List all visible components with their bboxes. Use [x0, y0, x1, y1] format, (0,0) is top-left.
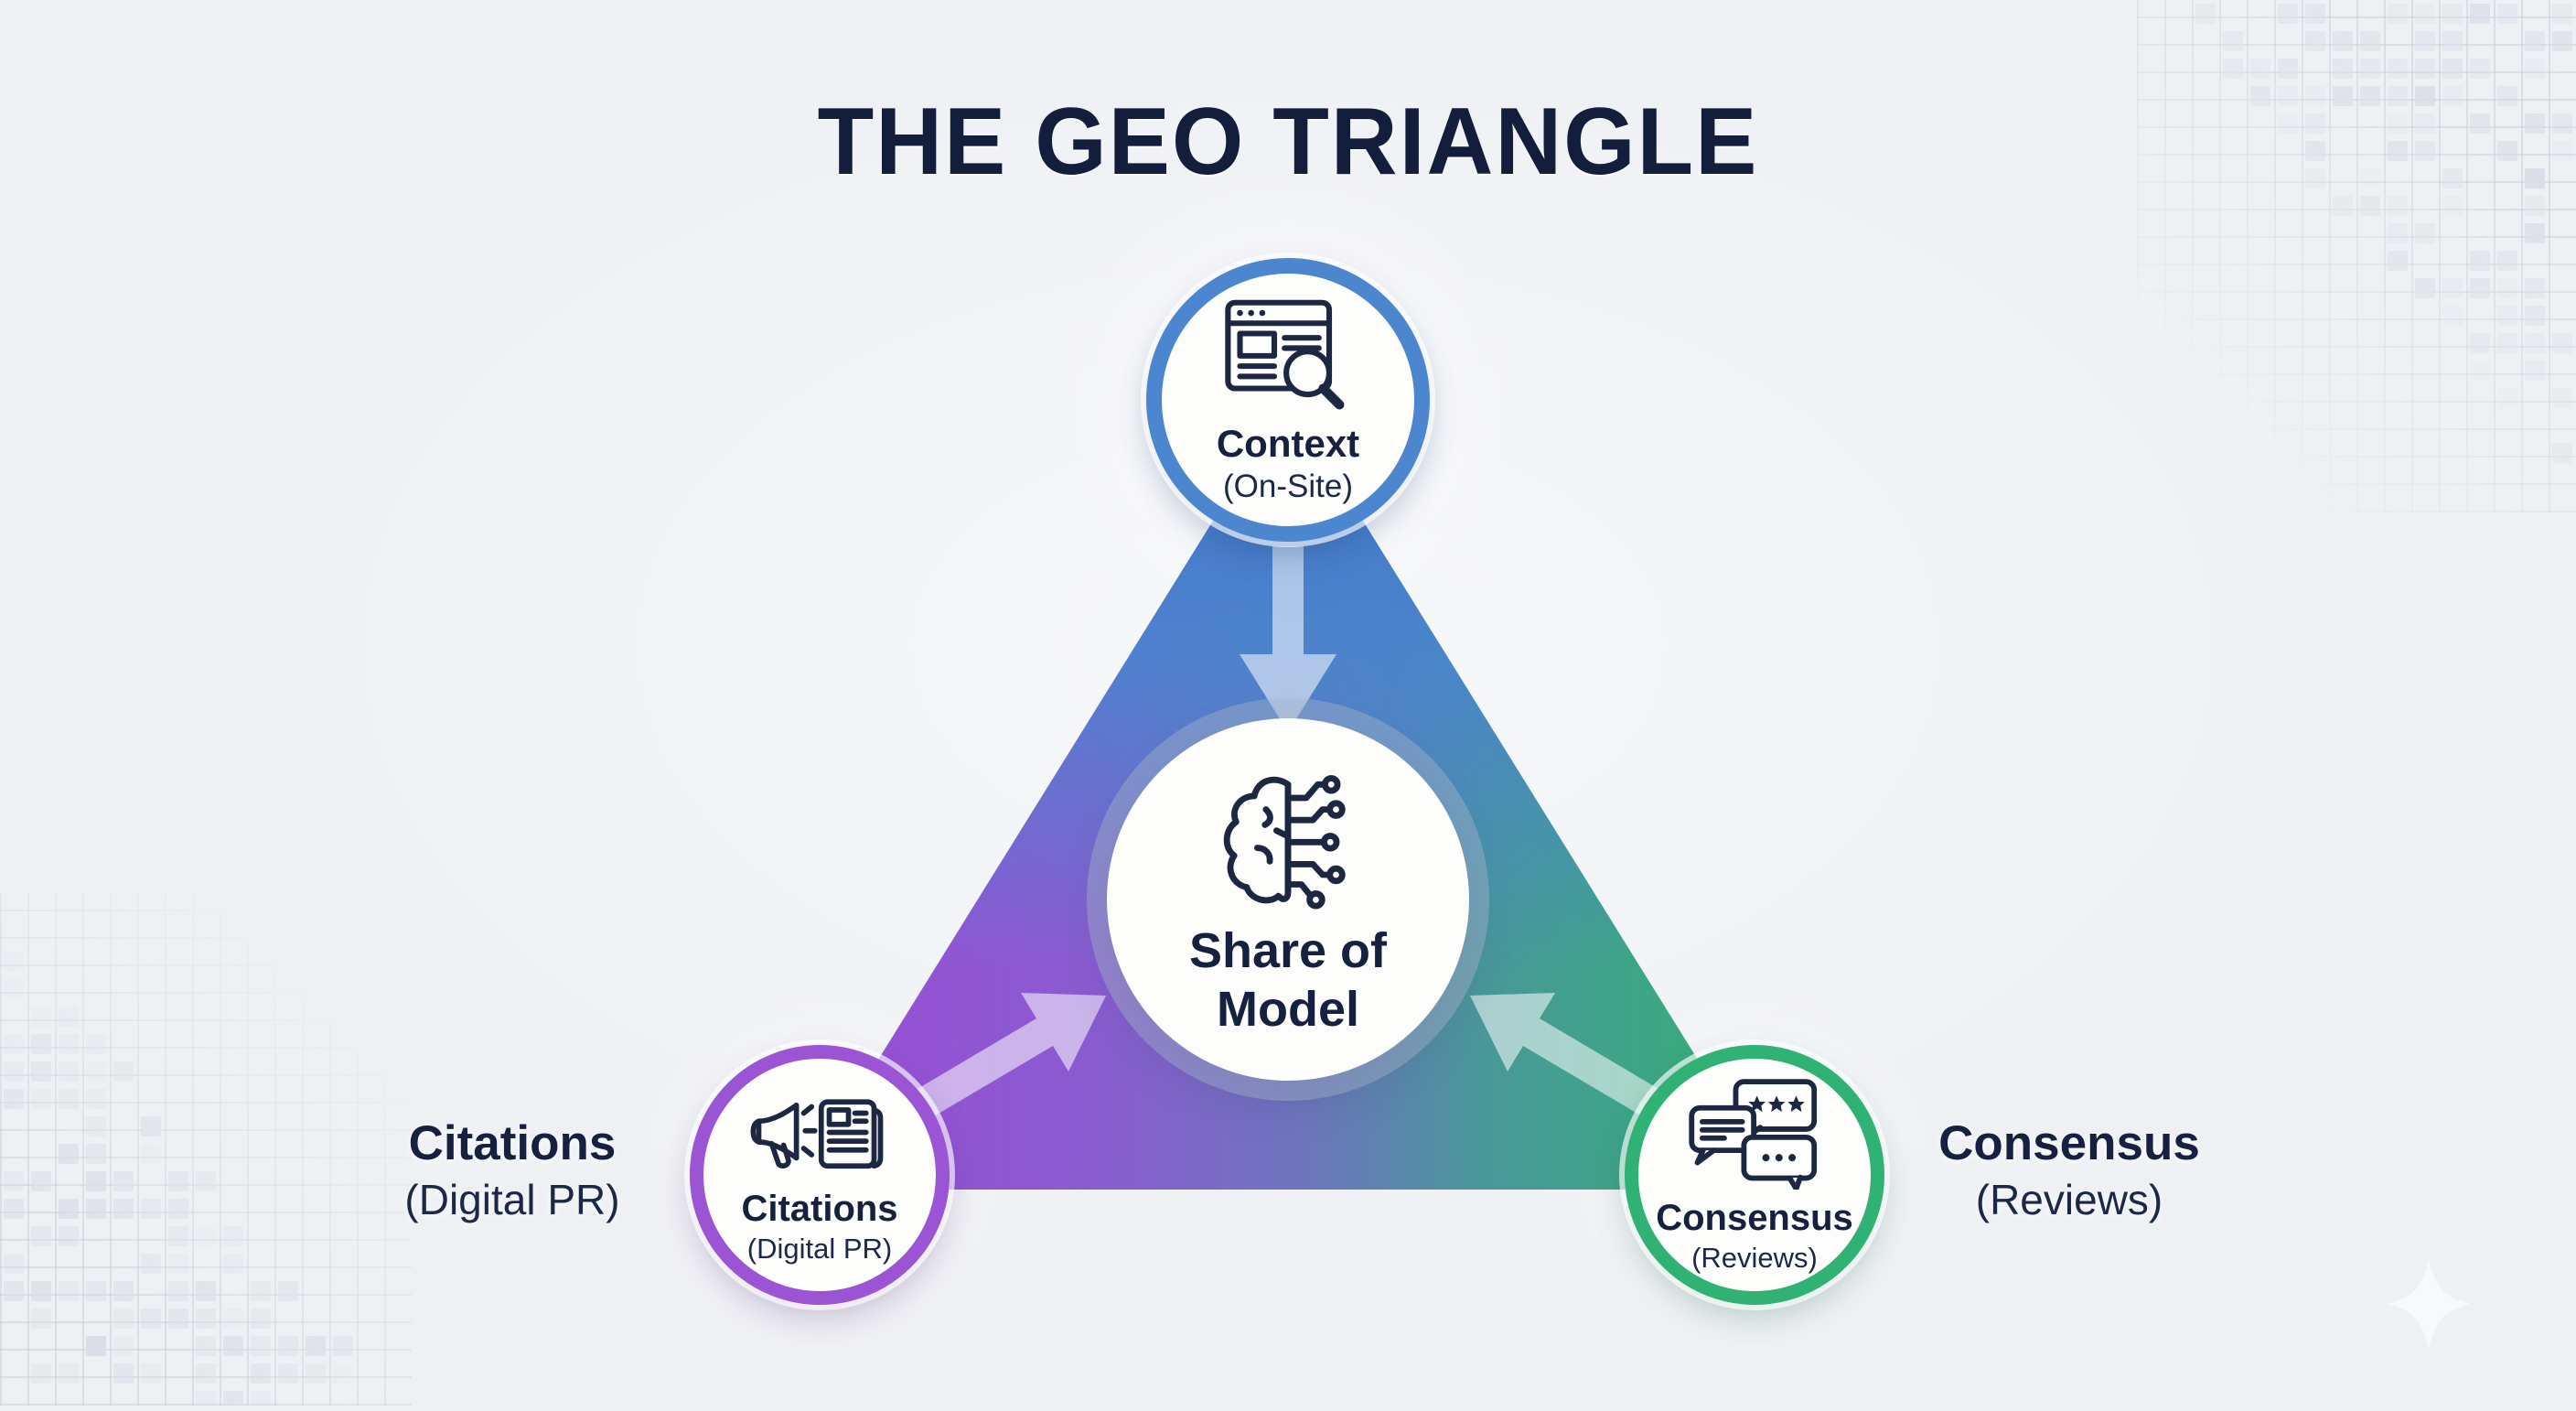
side-label-consensus-subtitle: (Reviews): [1975, 1175, 2163, 1223]
node-share-of-model: Share of Model: [1107, 718, 1469, 1081]
node-citations-label: Citations: [741, 1188, 898, 1229]
side-label-consensus: Consensus (Reviews): [1822, 1115, 2316, 1227]
side-label-citations: Citations (Digital PR): [265, 1115, 759, 1227]
node-citations-sublabel: (Digital PR): [746, 1232, 893, 1265]
megaphone-news-icon: [747, 1084, 892, 1180]
ai-brain-circuit-icon: [1211, 759, 1365, 913]
browser-search-icon: [1219, 294, 1357, 415]
arrow-consensus-to-center: [1470, 993, 1669, 1123]
node-context-label: Context: [1216, 421, 1360, 465]
node-consensus-sublabel: (Reviews): [1691, 1241, 1818, 1274]
arrow-context-to-center: [1240, 546, 1336, 732]
arrows: [907, 546, 1669, 1123]
node-share-of-model-label: Share of Model: [1188, 923, 1388, 1037]
side-label-citations-subtitle: (Digital PR): [404, 1175, 620, 1223]
side-label-citations-title: Citations: [408, 1116, 617, 1170]
page-title: THE GEO TRIANGLE: [817, 89, 1759, 195]
arrow-citations-to-center: [907, 993, 1106, 1123]
node-context-sublabel: (On-Site): [1223, 469, 1353, 505]
node-consensus-label: Consensus: [1656, 1197, 1853, 1238]
sparkle-icon: [2387, 1259, 2471, 1349]
side-label-consensus-title: Consensus: [1938, 1116, 2200, 1170]
chat-reviews-icon: [1685, 1075, 1824, 1191]
node-context: Context (On-Site): [1146, 258, 1430, 542]
